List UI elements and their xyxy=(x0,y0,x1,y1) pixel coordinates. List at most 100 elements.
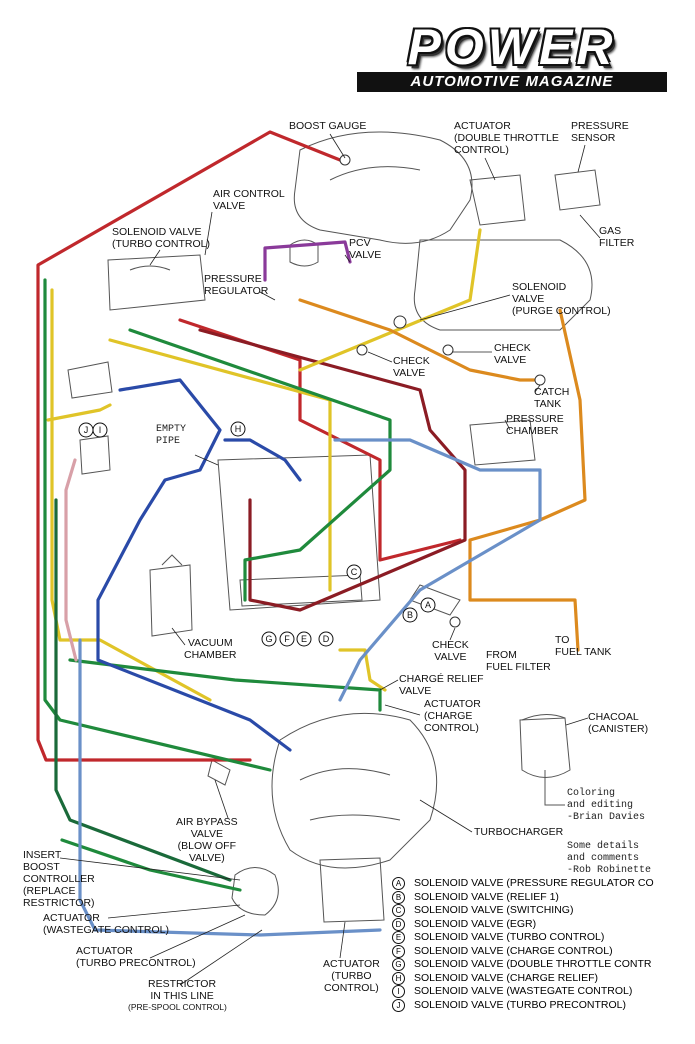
engine-line-art xyxy=(67,131,601,923)
marker-j-text: J xyxy=(84,425,89,435)
label-pre-spool-control: (PRE-SPOOL CONTROL) xyxy=(128,1002,227,1012)
hose-green-1 xyxy=(43,278,272,772)
legend-key: H xyxy=(392,971,405,985)
marker-g xyxy=(261,631,277,647)
marker-g-text: G xyxy=(265,634,272,644)
label-boost-gauge: BOOST GAUGE xyxy=(289,120,367,132)
credit-details: Some details and comments -Rob Robinette xyxy=(567,841,652,876)
hose-lightblue-2 xyxy=(78,638,382,937)
legend-text: SOLENOID VALVE (TURBO PRECONTROL) xyxy=(414,998,626,1011)
marker-h xyxy=(230,421,246,437)
label-empty-pipe: EMPTY PIPE xyxy=(156,424,187,447)
label-check-valve-lower: CHECK VALVE xyxy=(432,639,469,663)
hose-yellow-1 xyxy=(50,288,212,702)
hose-green-4 xyxy=(60,838,242,892)
legend-text: SOLENOID VALVE (RELIEF 1) xyxy=(414,890,559,903)
hose-darkgreen xyxy=(54,498,232,882)
label-catch-tank: CATCH TANK xyxy=(534,386,570,410)
marker-j xyxy=(78,422,94,438)
legend-row: J SOLENOID VALVE (TURBO PRECONTROL) xyxy=(392,999,692,1013)
label-to-fuel-tank: TO FUEL TANK xyxy=(555,634,612,658)
label-from-fuel-filter: FROM FUEL FILTER xyxy=(486,649,551,673)
fittings xyxy=(339,154,546,628)
legend-key: F xyxy=(392,944,405,958)
legend-key: C xyxy=(392,904,405,918)
marker-i-text: I xyxy=(99,425,102,435)
marker-a-text: A xyxy=(425,600,431,610)
legend-key: G xyxy=(392,958,405,972)
marker-c-text: C xyxy=(351,567,358,577)
hose-orange-2 xyxy=(468,308,587,652)
hose-yellow-5 xyxy=(338,648,387,692)
label-actuator-double-throttle: ACTUATOR (DOUBLE THROTTLE CONTROL) xyxy=(454,120,559,156)
hose-orange-1 xyxy=(298,298,542,382)
legend-text: SOLENOID VALVE (TURBO CONTROL) xyxy=(414,931,605,943)
legend-key: E xyxy=(392,931,405,945)
legend-key: B xyxy=(392,890,405,904)
label-actuator-wastegate-control: ACTUATOR (WASTEGATE CONTROL) xyxy=(43,912,169,936)
hose-yellow-4 xyxy=(46,403,112,422)
legend-text: SOLENOID VALVE (DOUBLE THROTTLE CONTR xyxy=(414,958,652,970)
legend-text: SOLENOID VALVE (SWITCHING) xyxy=(414,904,574,916)
label-check-valve-upper: CHECK VALVE xyxy=(393,355,430,379)
legend-row: E SOLENOID VALVE (TURBO CONTROL) xyxy=(392,931,692,945)
label-vacuum-chamber: VACUUM CHAMBER xyxy=(184,637,237,661)
letter-markers xyxy=(78,421,436,647)
marker-e xyxy=(296,631,312,647)
legend-key: I xyxy=(392,985,405,999)
logo-subtitle: AUTOMOTIVE MAGAZINE xyxy=(357,72,667,92)
hose-blue-2 xyxy=(223,438,302,482)
label-pcv-valve: PCV VALVE xyxy=(349,237,382,261)
legend-text: SOLENOID VALVE (CHARGE RELIEF) xyxy=(414,971,598,984)
legend-row: C SOLENOID VALVE (SWITCHING) xyxy=(392,904,692,918)
marker-h-text: H xyxy=(235,424,242,434)
marker-a xyxy=(420,597,436,613)
label-air-bypass-valve: AIR BYPASS VALVE (BLOW OFF VALVE) xyxy=(176,816,238,864)
hose-green-2 xyxy=(128,328,392,602)
hose-network xyxy=(36,130,587,937)
marker-b-text: B xyxy=(407,610,413,620)
legend-text: SOLENOID VALVE (CHARGE CONTROL) xyxy=(414,944,613,957)
logo-title: POWER xyxy=(407,19,617,75)
label-charge-relief-valve: CHARGÉ RELIEF VALVE xyxy=(399,673,484,697)
marker-d-text: D xyxy=(323,634,330,644)
legend-text: SOLENOID VALVE (WASTEGATE CONTROL) xyxy=(414,985,633,997)
power-magazine-logo: POWER AUTOMOTIVE MAGAZINE xyxy=(357,22,667,92)
legend-row: I SOLENOID VALVE (WASTEGATE CONTROL) xyxy=(392,985,692,999)
label-restrictor: RESTRICTOR IN THIS LINE xyxy=(148,978,217,1002)
label-chacoal-canister: CHACOAL (CANISTER) xyxy=(588,711,649,735)
label-solenoid-purge-control: SOLENOID VALVE (PURGE CONTROL) xyxy=(512,281,611,317)
label-air-control-valve: AIR CONTROL VALVE xyxy=(213,188,285,212)
label-solenoid-turbo-control: SOLENOID VALVE (TURBO CONTROL) xyxy=(112,226,210,250)
legend-key: A xyxy=(392,877,405,891)
legend-key: J xyxy=(392,998,405,1012)
hose-yellow-2 xyxy=(108,338,332,592)
label-pressure-sensor: PRESSURE SENSOR xyxy=(571,120,629,144)
hose-darkred xyxy=(198,328,467,612)
leader-lines xyxy=(59,133,601,986)
marker-f xyxy=(279,631,295,647)
label-turbocharger: TURBOCHARGER xyxy=(474,826,564,838)
credit-coloring: Coloring and editing -Brian Davies xyxy=(567,788,646,823)
legend-row: G SOLENOID VALVE (DOUBLE THROTTLE CONTR xyxy=(392,958,692,972)
marker-c xyxy=(346,564,362,580)
legend-key: D xyxy=(392,917,405,931)
hose-pink xyxy=(64,458,78,662)
label-gas-filter: GAS FILTER xyxy=(599,225,635,249)
legend-row: B SOLENOID VALVE (RELIEF 1) xyxy=(392,891,692,905)
label-actuator-charge-control: ACTUATOR (CHARGE CONTROL) xyxy=(424,698,481,734)
marker-b xyxy=(402,607,418,623)
marker-d xyxy=(318,631,334,647)
hose-purple xyxy=(263,240,352,282)
legend-text: SOLENOID VALVE (EGR) xyxy=(414,917,537,930)
letter-marker-text: A B C D E F G H I J xyxy=(84,424,431,644)
label-actuator-turbo-precontrol: ACTUATOR (TURBO PRECONTROL) xyxy=(76,945,196,969)
legend-row: H SOLENOID VALVE (CHARGE RELIEF) xyxy=(392,972,692,986)
hose-green-3 xyxy=(68,658,382,712)
hose-yellow-3 xyxy=(298,228,482,372)
label-pressure-chamber: PRESSURE CHAMBER xyxy=(506,413,564,437)
marker-e-text: E xyxy=(301,634,307,644)
